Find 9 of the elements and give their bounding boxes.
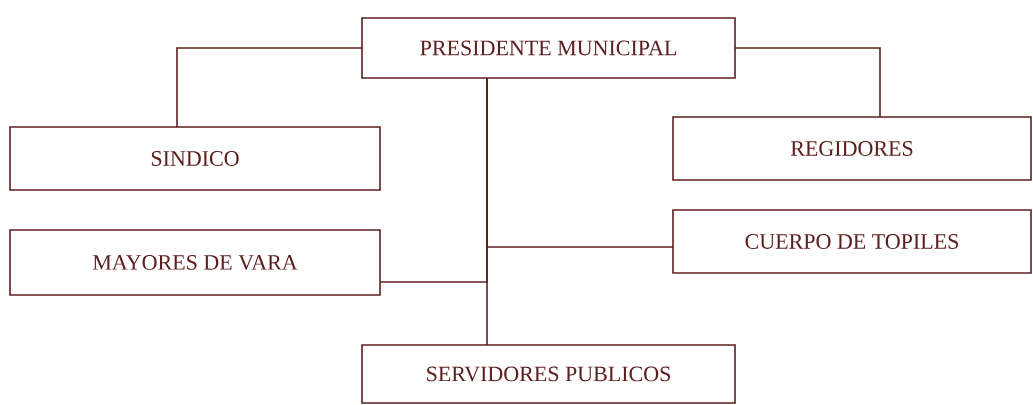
org-box: CUERPO DE TOPILES <box>672 209 1032 274</box>
org-box: MAYORES DE VARA <box>9 229 381 296</box>
org-box: REGIDORES <box>672 116 1032 181</box>
org-box: PRESIDENTE MUNICIPAL <box>361 17 736 79</box>
connector-line <box>734 47 881 118</box>
connector-line <box>486 77 488 346</box>
org-box: SINDICO <box>9 126 381 191</box>
connector-line <box>176 47 363 128</box>
org-box: SERVIDORES PUBLICOS <box>361 344 736 404</box>
